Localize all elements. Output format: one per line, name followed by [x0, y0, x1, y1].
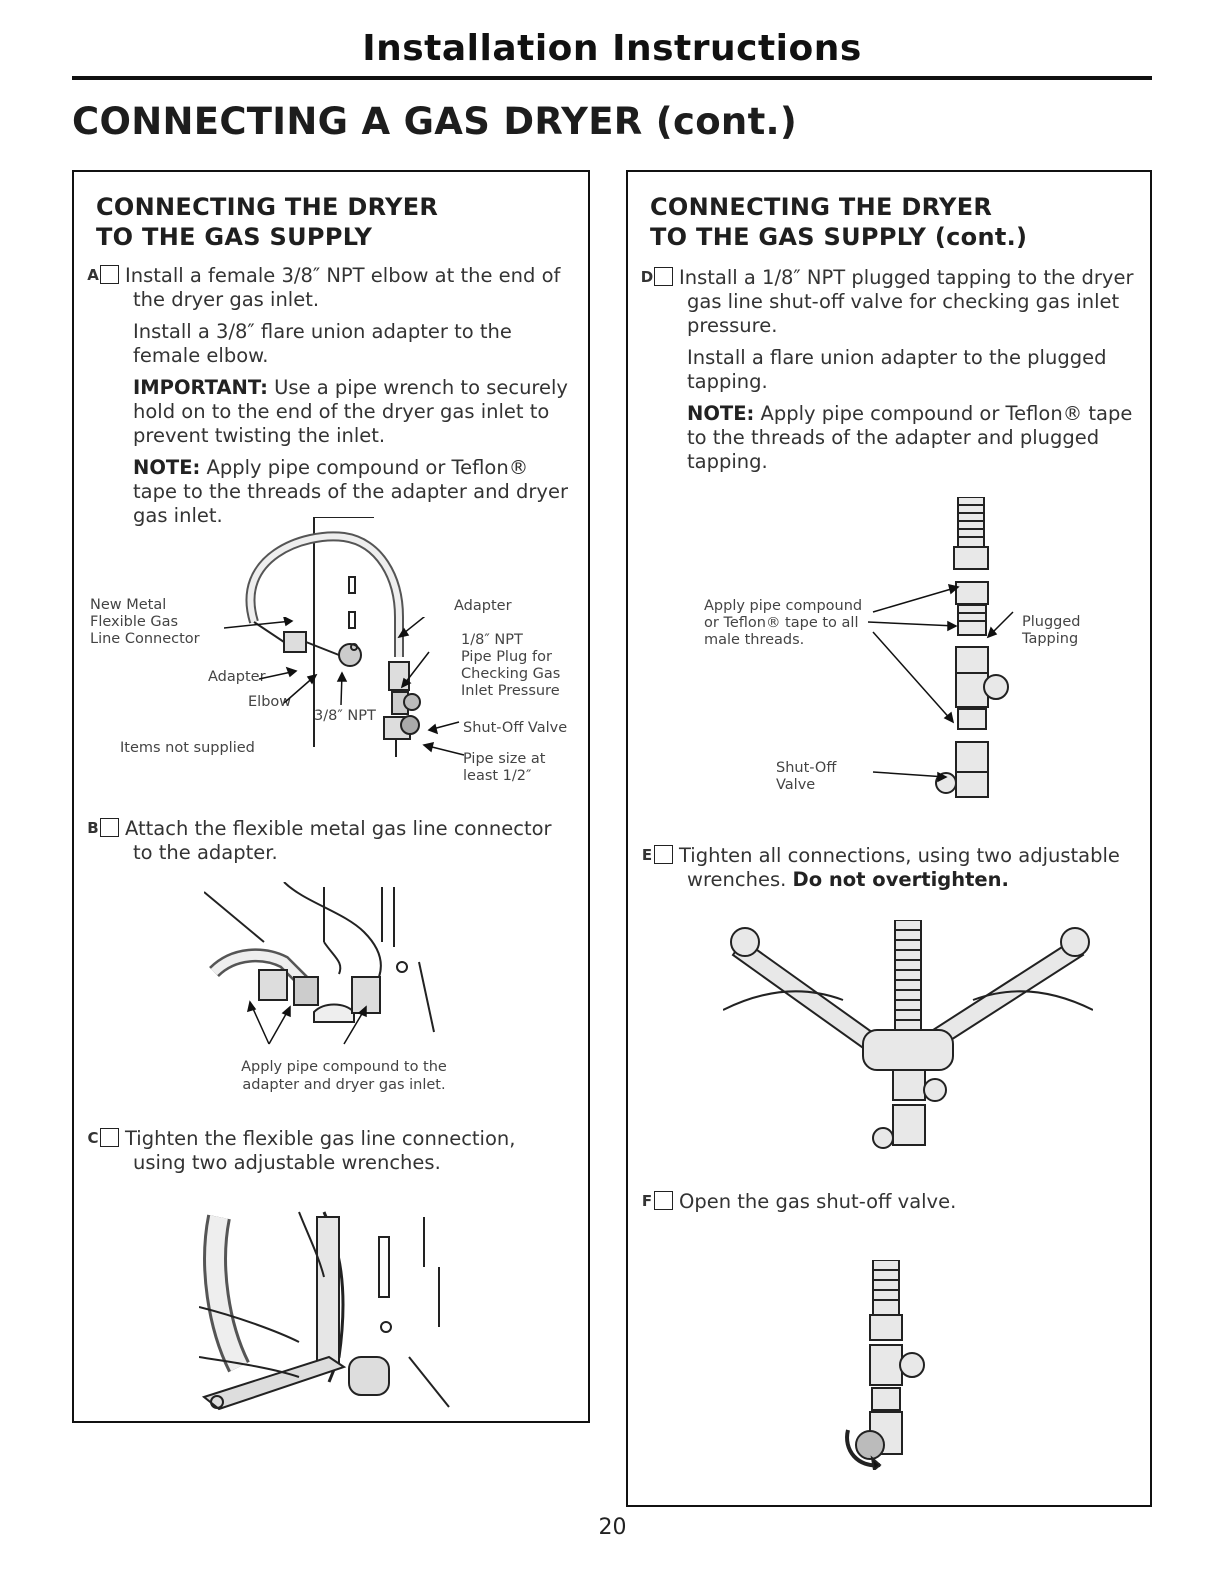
label-shutoff-valve-d: Shut-Off Valve [776, 760, 836, 794]
left-panel-title: CONNECTING THE DRYER TO THE GAS SUPPLY [96, 192, 438, 252]
step-a: A Install a female 3/8″ NPT elbow at the … [87, 264, 574, 536]
step-c-text: Tighten the flexible gas line connection… [125, 1127, 516, 1174]
step-f: F Open the gas shut-off valve. [642, 1190, 1142, 1222]
step-c: C Tighten the flexible gas line connectio… [87, 1127, 574, 1183]
caption-b-line1: Apply pipe compound to the [241, 1059, 447, 1075]
step-e: E Tighten all connections, using two adju… [642, 844, 1142, 900]
label-pipe-size-at: Pipe size at [463, 751, 546, 767]
left-panel-title-line1: CONNECTING THE DRYER [96, 193, 439, 221]
section-title: CONNECTING A GAS DRYER (cont.) [72, 100, 798, 143]
step-e-text: Tighten all connections, using two adjus… [679, 844, 1120, 891]
right-panel-title-line1: CONNECTING THE DRYER [650, 193, 993, 221]
label-new-metal-connector: New Metal Flexible Gas Line Connector [90, 597, 200, 648]
page-number: 20 [598, 1515, 627, 1540]
label-apply-line2: or Teflon® tape to all [704, 615, 859, 631]
step-d-letter: D [641, 267, 673, 286]
gas-connection-diagram [245, 517, 421, 757]
step-d-text-2: Install a flare union adapter to the plu… [687, 346, 1107, 393]
step-b: B Attach the flexible metal gas line conn… [87, 817, 574, 873]
label-pipe-plug-for: Pipe Plug for [461, 649, 552, 665]
label-npt-38: 3/8″ NPT [314, 708, 376, 724]
note-text-d: Apply pipe compound or Teflon® tape to t… [687, 402, 1133, 473]
label-inlet-pressure: Inlet Pressure [461, 683, 560, 699]
left-panel: CONNECTING THE DRYER TO THE GAS SUPPLY A… [72, 170, 590, 1423]
two-wrenches-illustration [723, 920, 1093, 1149]
step-e-bold: Do not overtighten. [792, 868, 1009, 891]
step-f-letter: F [642, 1191, 673, 1210]
label-adapter-right: Adapter [454, 598, 512, 614]
note-label-d: NOTE: [687, 402, 755, 425]
caption-apply-compound: Apply pipe compound to the adapter and d… [204, 1058, 484, 1094]
diagram-d-arrows [867, 584, 1014, 783]
right-panel-title-line2: TO THE GAS SUPPLY (cont.) [650, 223, 1028, 251]
label-apply-line3: male threads. [704, 632, 805, 648]
step-b-text: Attach the flexible metal gas line conne… [125, 817, 552, 864]
important-label: IMPORTANT: [133, 376, 268, 399]
step-c-letter: C [87, 1128, 119, 1147]
label-flexible-gas: Flexible Gas [90, 614, 179, 630]
label-new-metal: New Metal [90, 597, 167, 613]
diagram-a-arrows [224, 617, 465, 756]
note-text-a: Apply pipe compound or Teflon® tape to t… [133, 456, 568, 527]
tighten-wrenches-illustration [199, 1211, 450, 1411]
label-pipe-size: Pipe size at least 1/2″ [463, 751, 545, 785]
right-panel-title: CONNECTING THE DRYER TO THE GAS SUPPLY (… [650, 192, 1027, 252]
label-plugged: Plugged [1022, 614, 1081, 630]
step-d-text-1: Install a 1/8″ NPT plugged tapping to th… [679, 266, 1134, 337]
attach-connector-illustration [204, 882, 435, 1045]
label-items-not-supplied: Items not supplied [120, 740, 255, 756]
label-line-connector: Line Connector [90, 631, 200, 647]
label-checking-gas: Checking Gas [461, 666, 561, 682]
label-plugged-tapping: Plugged Tapping [1022, 614, 1081, 648]
label-apply-line1: Apply pipe compound [704, 598, 863, 614]
step-b-letter: B [87, 818, 119, 837]
label-shutoff: Shut-Off [776, 760, 837, 776]
label-least-12: least 1/2″ [463, 768, 532, 784]
caption-b-line2: adapter and dryer gas inlet. [242, 1077, 446, 1093]
left-panel-title-line2: TO THE GAS SUPPLY [96, 223, 373, 251]
step-a-letter: A [87, 265, 119, 284]
label-adapter-left: Adapter [208, 669, 266, 685]
step-e-letter: E [642, 845, 673, 864]
note-label-a: NOTE: [133, 456, 201, 479]
open-valve-illustration [845, 1260, 925, 1470]
label-apply-compound: Apply pipe compound or Teflon® tape to a… [704, 598, 862, 649]
label-valve: Valve [776, 777, 816, 793]
label-shutoff-valve: Shut-Off Valve [463, 720, 568, 736]
step-a-text-1: Install a female 3/8″ NPT elbow at the e… [125, 264, 561, 311]
label-pipe-plug: 1/8″ NPT Pipe Plug for Checking Gas Inle… [461, 632, 560, 700]
header-rule [72, 76, 1152, 80]
page-header-title: Installation Instructions [362, 28, 862, 69]
right-panel: CONNECTING THE DRYER TO THE GAS SUPPLY (… [626, 170, 1152, 1507]
label-tapping: Tapping [1022, 631, 1079, 647]
label-elbow: Elbow [248, 694, 292, 710]
step-f-text: Open the gas shut-off valve. [679, 1190, 957, 1213]
important-text: Use a pipe wrench to securely hold on to… [133, 376, 568, 447]
step-a-text-2: Install a 3/8″ flare union adapter to th… [133, 320, 512, 367]
label-npt-18: 1/8″ NPT [461, 632, 523, 648]
step-d: D Install a 1/8″ NPT plugged tapping to t… [641, 266, 1142, 482]
